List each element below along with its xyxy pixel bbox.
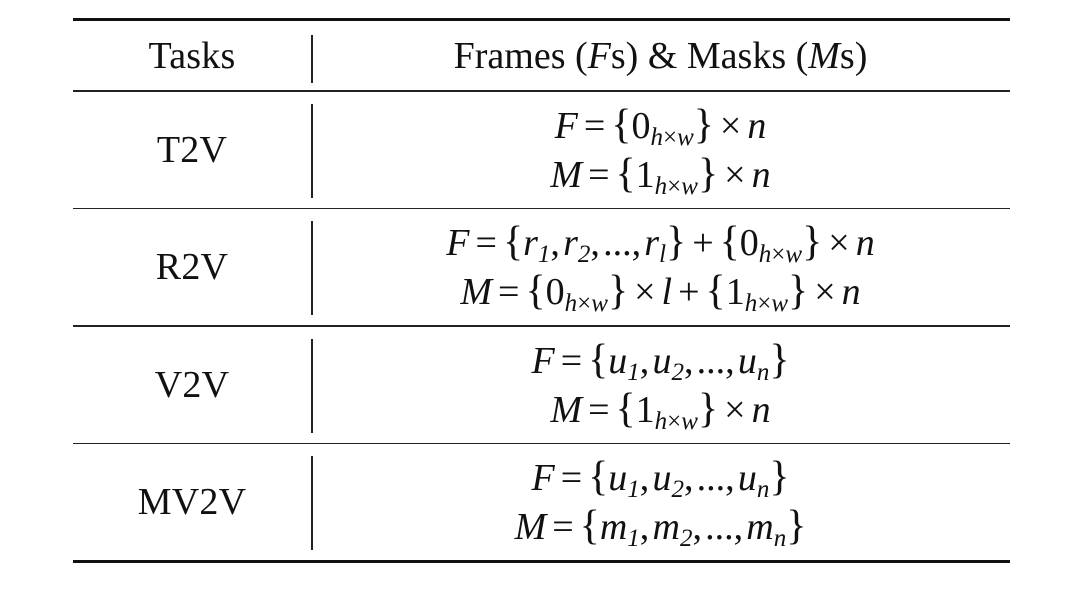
masks-formula: M={m1, m2, ..., mn} xyxy=(514,503,807,553)
table-row: T2V F={0h×w}×n M={1h×w}×n xyxy=(73,92,1010,208)
bottom-rule xyxy=(73,560,1010,564)
header-rule xyxy=(73,90,1010,92)
frames-formula: F={u1, u2, ..., un} xyxy=(531,454,790,504)
frames-formula: F={r1, r2, ..., rl}+{0h×w}×n xyxy=(446,219,875,269)
row-rule xyxy=(73,207,1010,210)
formula-cell: F={r1, r2, ..., rl}+{0h×w}×n M={0h×w}×l+… xyxy=(311,218,1010,316)
column-separator xyxy=(311,221,313,316)
column-separator xyxy=(311,35,313,83)
masks-formula: M={1h×w}×n xyxy=(550,385,771,435)
masks-formula: M={0h×w}×l+{1h×w}×n xyxy=(460,268,861,318)
column-separator xyxy=(311,103,313,198)
header-tasks: Tasks xyxy=(148,34,236,77)
header-row: Tasks Frames (Fs) & Masks (Ms) xyxy=(73,21,1010,90)
table-row: V2V F={u1, u2, ..., un} M={1h×w}×n xyxy=(73,327,1010,443)
header-frames-symbol: F xyxy=(587,34,611,77)
table-row: R2V F={r1, r2, ..., rl}+{0h×w}×n M={0h×w… xyxy=(73,209,1010,325)
masks-formula: M={1h×w}×n xyxy=(550,150,771,200)
table-row: MV2V F={u1, u2, ..., un} M={m1, m2, ...,… xyxy=(73,444,1010,560)
formula-cell: F={u1, u2, ..., un} M={m1, m2, ..., mn} xyxy=(311,453,1010,551)
task-label: MV2V xyxy=(137,481,247,524)
row-rule xyxy=(73,325,1010,327)
column-separator xyxy=(311,456,313,551)
row-rule xyxy=(73,442,1010,445)
formula-cell: F={u1, u2, ..., un} M={1h×w}×n xyxy=(311,336,1010,434)
top-rule xyxy=(73,18,1010,21)
header-masks-symbol: M xyxy=(808,34,840,77)
task-label: T2V xyxy=(156,128,228,171)
header-frames-prefix: Frames ( xyxy=(453,34,588,77)
tasks-table: Tasks Frames (Fs) & Masks (Ms) T2V F={0h… xyxy=(73,18,1010,564)
column-separator xyxy=(311,338,313,433)
header-frames-mid: s) & Masks ( xyxy=(610,34,809,77)
header-frames-masks: Frames (Fs) & Masks (Ms) xyxy=(311,34,1010,78)
header-masks-suffix: s) xyxy=(839,34,868,77)
task-label: V2V xyxy=(154,363,230,406)
frames-formula: F={0h×w}×n xyxy=(554,101,767,151)
task-label: R2V xyxy=(155,246,229,289)
frames-formula: F={u1, u2, ..., un} xyxy=(531,336,790,386)
formula-cell: F={0h×w}×n M={1h×w}×n xyxy=(311,101,1010,199)
